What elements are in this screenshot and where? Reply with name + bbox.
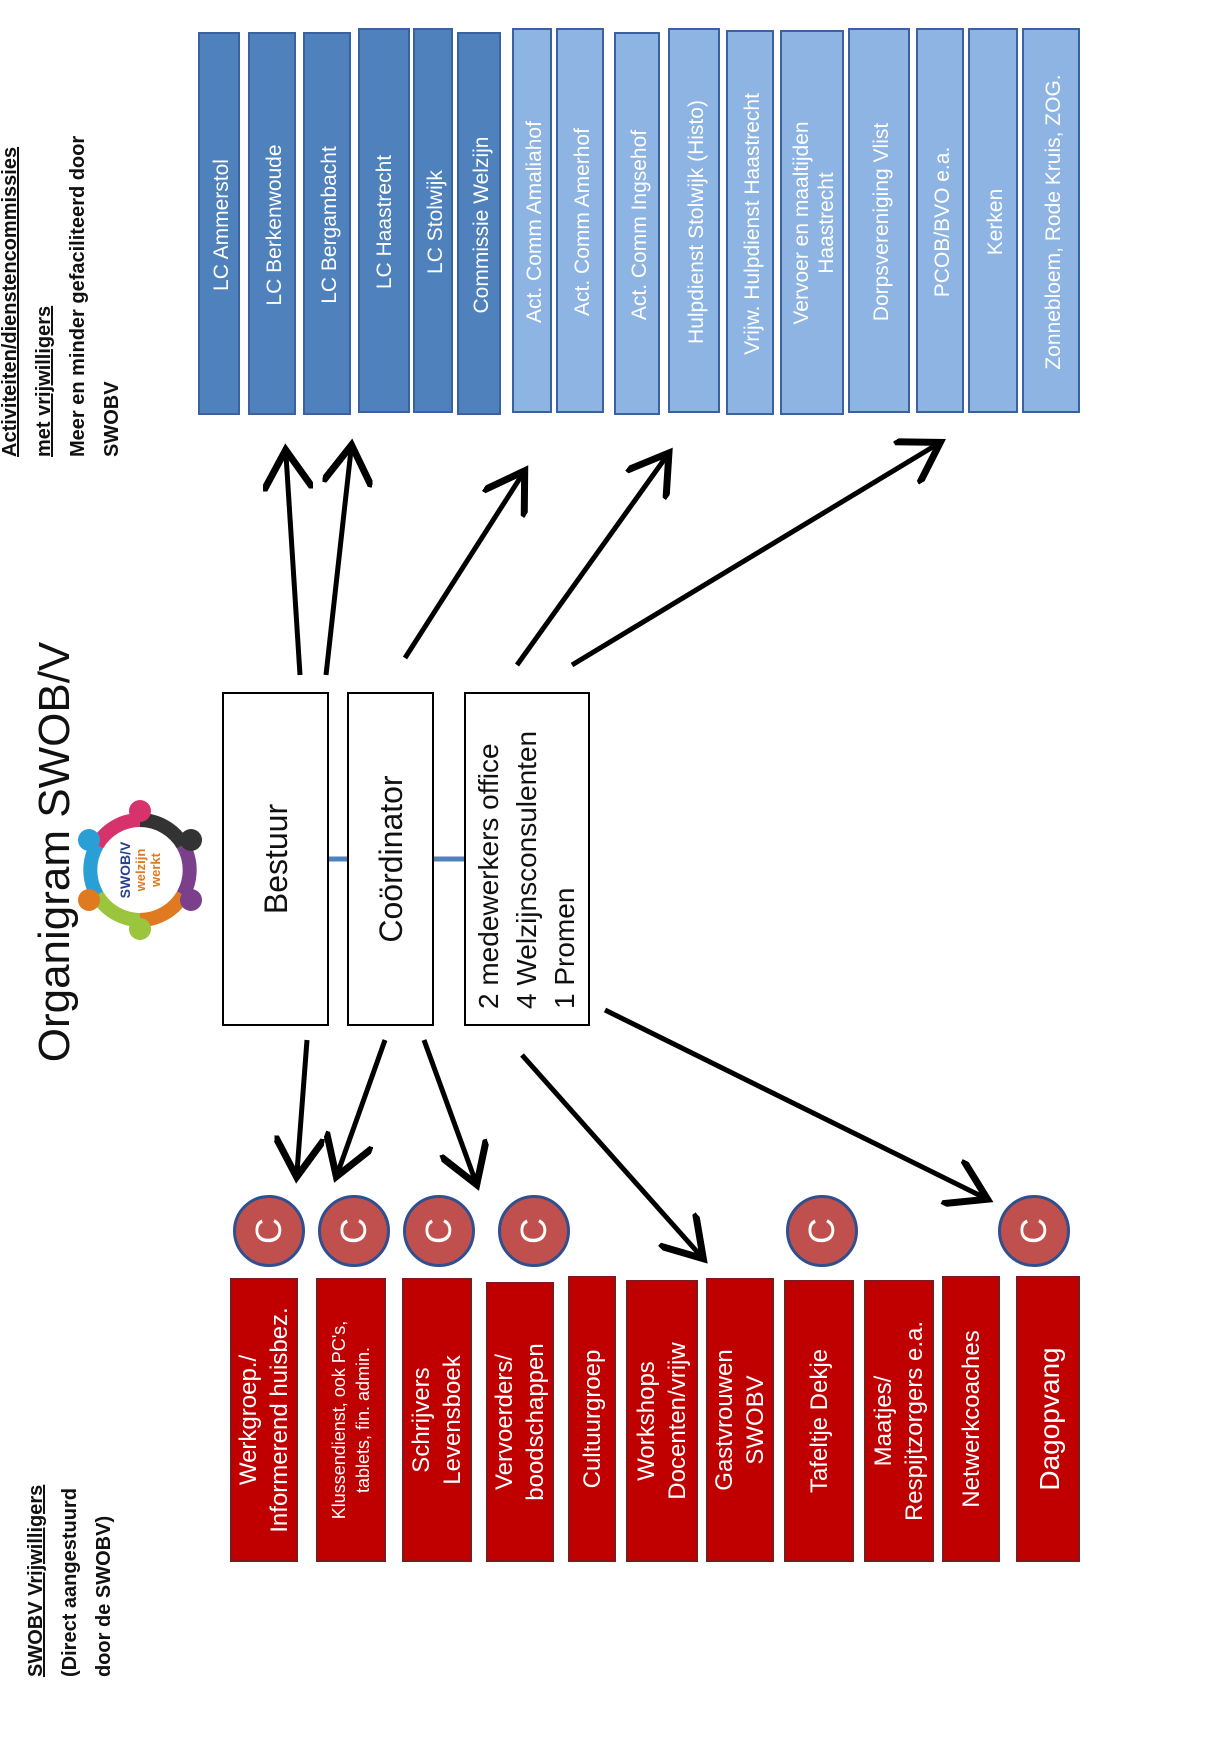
- committee-vrijw-hulpdienst-haastrecht: Vrijw. Hulpdienst Haastrecht: [726, 30, 774, 415]
- arrow-to-hulpdienst: [514, 457, 666, 667]
- coordinator-marker-label: C: [248, 1218, 289, 1244]
- committee-vervoer-en-maaltijden: Vervoer en maaltijden Haastrecht: [780, 30, 844, 415]
- volunteer-label-line2: Informerend huisbez.: [266, 1307, 293, 1533]
- arrow-to-lc-berkenwoude: [286, 455, 300, 676]
- coordinator-marker-tafeltje-dekje: C: [786, 1195, 858, 1267]
- coordinator-marker-dagopvang: C: [998, 1195, 1070, 1267]
- coordinator-marker-label: C: [333, 1218, 374, 1244]
- committee-commissie-welzijn: Commissie Welzijn: [457, 32, 501, 415]
- committee-lc-haastrecht: LC Haastrecht: [358, 28, 410, 413]
- coordinator-marker-label: C: [418, 1218, 459, 1244]
- coordinator-marker-label: C: [513, 1218, 554, 1244]
- volunteer-label-line2: Docenten/vrijw: [664, 1342, 691, 1500]
- volunteer-cultuurgroep: Cultuurgroep: [568, 1276, 616, 1562]
- volunteer-label-line1: Gastvrouwen: [711, 1349, 738, 1491]
- bestuur-box: Bestuur: [222, 692, 329, 1026]
- coordinator-marker-klussendienst: C: [318, 1195, 390, 1267]
- volunteer-label-line1: Schrijvers: [408, 1367, 435, 1473]
- volunteer-dagopvang: Dagopvang: [1016, 1276, 1080, 1562]
- committee-dorpsvereniging-vlist: Dorpsvereniging Vlist: [848, 28, 910, 413]
- volunteer-label-line2: Respijtzorgers e.a.: [901, 1320, 928, 1522]
- volunteer-label-line1: Maatjes/: [870, 1375, 897, 1467]
- swobv-logo: SWOB/V welzijn werkt: [65, 795, 215, 945]
- arrow-to-pcob: [570, 445, 936, 668]
- volunteer-label-line1: Workshops: [633, 1361, 660, 1481]
- volunteer-label-line1: Werkgroep./: [235, 1354, 262, 1486]
- coordinator-marker-schrijvers: C: [403, 1195, 475, 1267]
- volunteer-vervoerders: Vervoerders/ boodschappen: [486, 1282, 554, 1562]
- volunteer-schrijvers: Schrijvers Levensboek: [402, 1278, 472, 1562]
- volunteer-netwerkcoaches: Netwerkcoaches: [942, 1276, 1000, 1562]
- volunteer-label-line2: boodschappen: [522, 1343, 549, 1501]
- volunteer-label-line1: Cultuurgroep: [578, 1349, 606, 1489]
- coordinator-marker-vervoerders: C: [498, 1195, 570, 1267]
- committee-hulpdienst-stolwijk: Hulpdienst Stolwijk (Histo): [668, 28, 720, 413]
- committee-zonnebloem-rode-kruis-zog: Zonnebloem, Rode Kruis, ZOG.: [1022, 28, 1080, 413]
- coordinator-marker-werkgroep: C: [233, 1195, 305, 1267]
- volunteer-label-line1: Vervoerders/: [491, 1353, 518, 1491]
- committee-lc-ammerstol: LC Ammerstol: [198, 32, 240, 415]
- volunteer-workshops: Workshops Docenten/vrijw: [626, 1280, 698, 1562]
- arrow-to-gastvrouwen: [520, 1053, 700, 1255]
- committee-act-comm-amaliahof: Act. Comm Amaliahof: [512, 28, 552, 413]
- volunteer-gastvrouwen: Gastvrouwen SWOBV: [706, 1278, 774, 1562]
- coordinator-marker-label: C: [1013, 1218, 1054, 1244]
- volunteer-label-line2: Levensboek: [439, 1355, 466, 1485]
- volunteer-label-line2: SWOBV: [742, 1375, 769, 1465]
- coordinator-box: Coördinator: [347, 692, 434, 1026]
- arrow-to-werkgroep: [297, 1039, 307, 1172]
- volunteer-klussendienst: Klussendienst, ook PC's, tablets, fin. a…: [316, 1278, 386, 1562]
- committee-act-comm-ingsehof: Act. Comm Ingsehof: [614, 32, 660, 415]
- volunteer-maatjes: Maatjes/ Respijtzorgers e.a.: [864, 1280, 934, 1562]
- committee-lc-berkenwoude: LC Berkenwoude: [248, 32, 296, 415]
- committee-lc-stolwijk: LC Stolwijk: [413, 28, 453, 413]
- volunteer-label-line1: Netwerkcoaches: [957, 1330, 985, 1508]
- committee-lc-bergambacht: LC Bergambacht: [303, 32, 351, 415]
- coordinator-marker-label: C: [801, 1218, 842, 1244]
- volunteer-label-line1: Tafeltje Dekje: [805, 1348, 833, 1494]
- volunteer-werkgroep: Werkgroep./ Informerend huisbez.: [230, 1278, 298, 1562]
- volunteer-label-line2: tablets, fin. admin.: [353, 1346, 373, 1494]
- staff-box: 2 medewerkers office 4 Welzijnsconsulent…: [464, 692, 590, 1026]
- committee-act-comm-amerhof: Act. Comm Amerhof: [556, 28, 604, 413]
- volunteer-tafeltje-dekje: Tafeltje Dekje: [784, 1280, 854, 1562]
- arrow-to-lc-bergambacht: [326, 450, 351, 676]
- committee-kerken: Kerken: [968, 28, 1018, 413]
- arrow-to-schrijvers: [421, 1039, 475, 1180]
- committee-pcob-bvo: PCOB/BVO e.a.: [916, 28, 964, 413]
- arrow-to-dagopvang: [603, 1007, 983, 1197]
- arrow-to-act-comm: [402, 475, 522, 660]
- volunteer-label-line1: Dagopvang: [1033, 1347, 1065, 1491]
- arrow-to-klussendienst: [338, 1039, 388, 1172]
- volunteer-label-line1: Klussendienst, ook PC's,: [329, 1320, 349, 1520]
